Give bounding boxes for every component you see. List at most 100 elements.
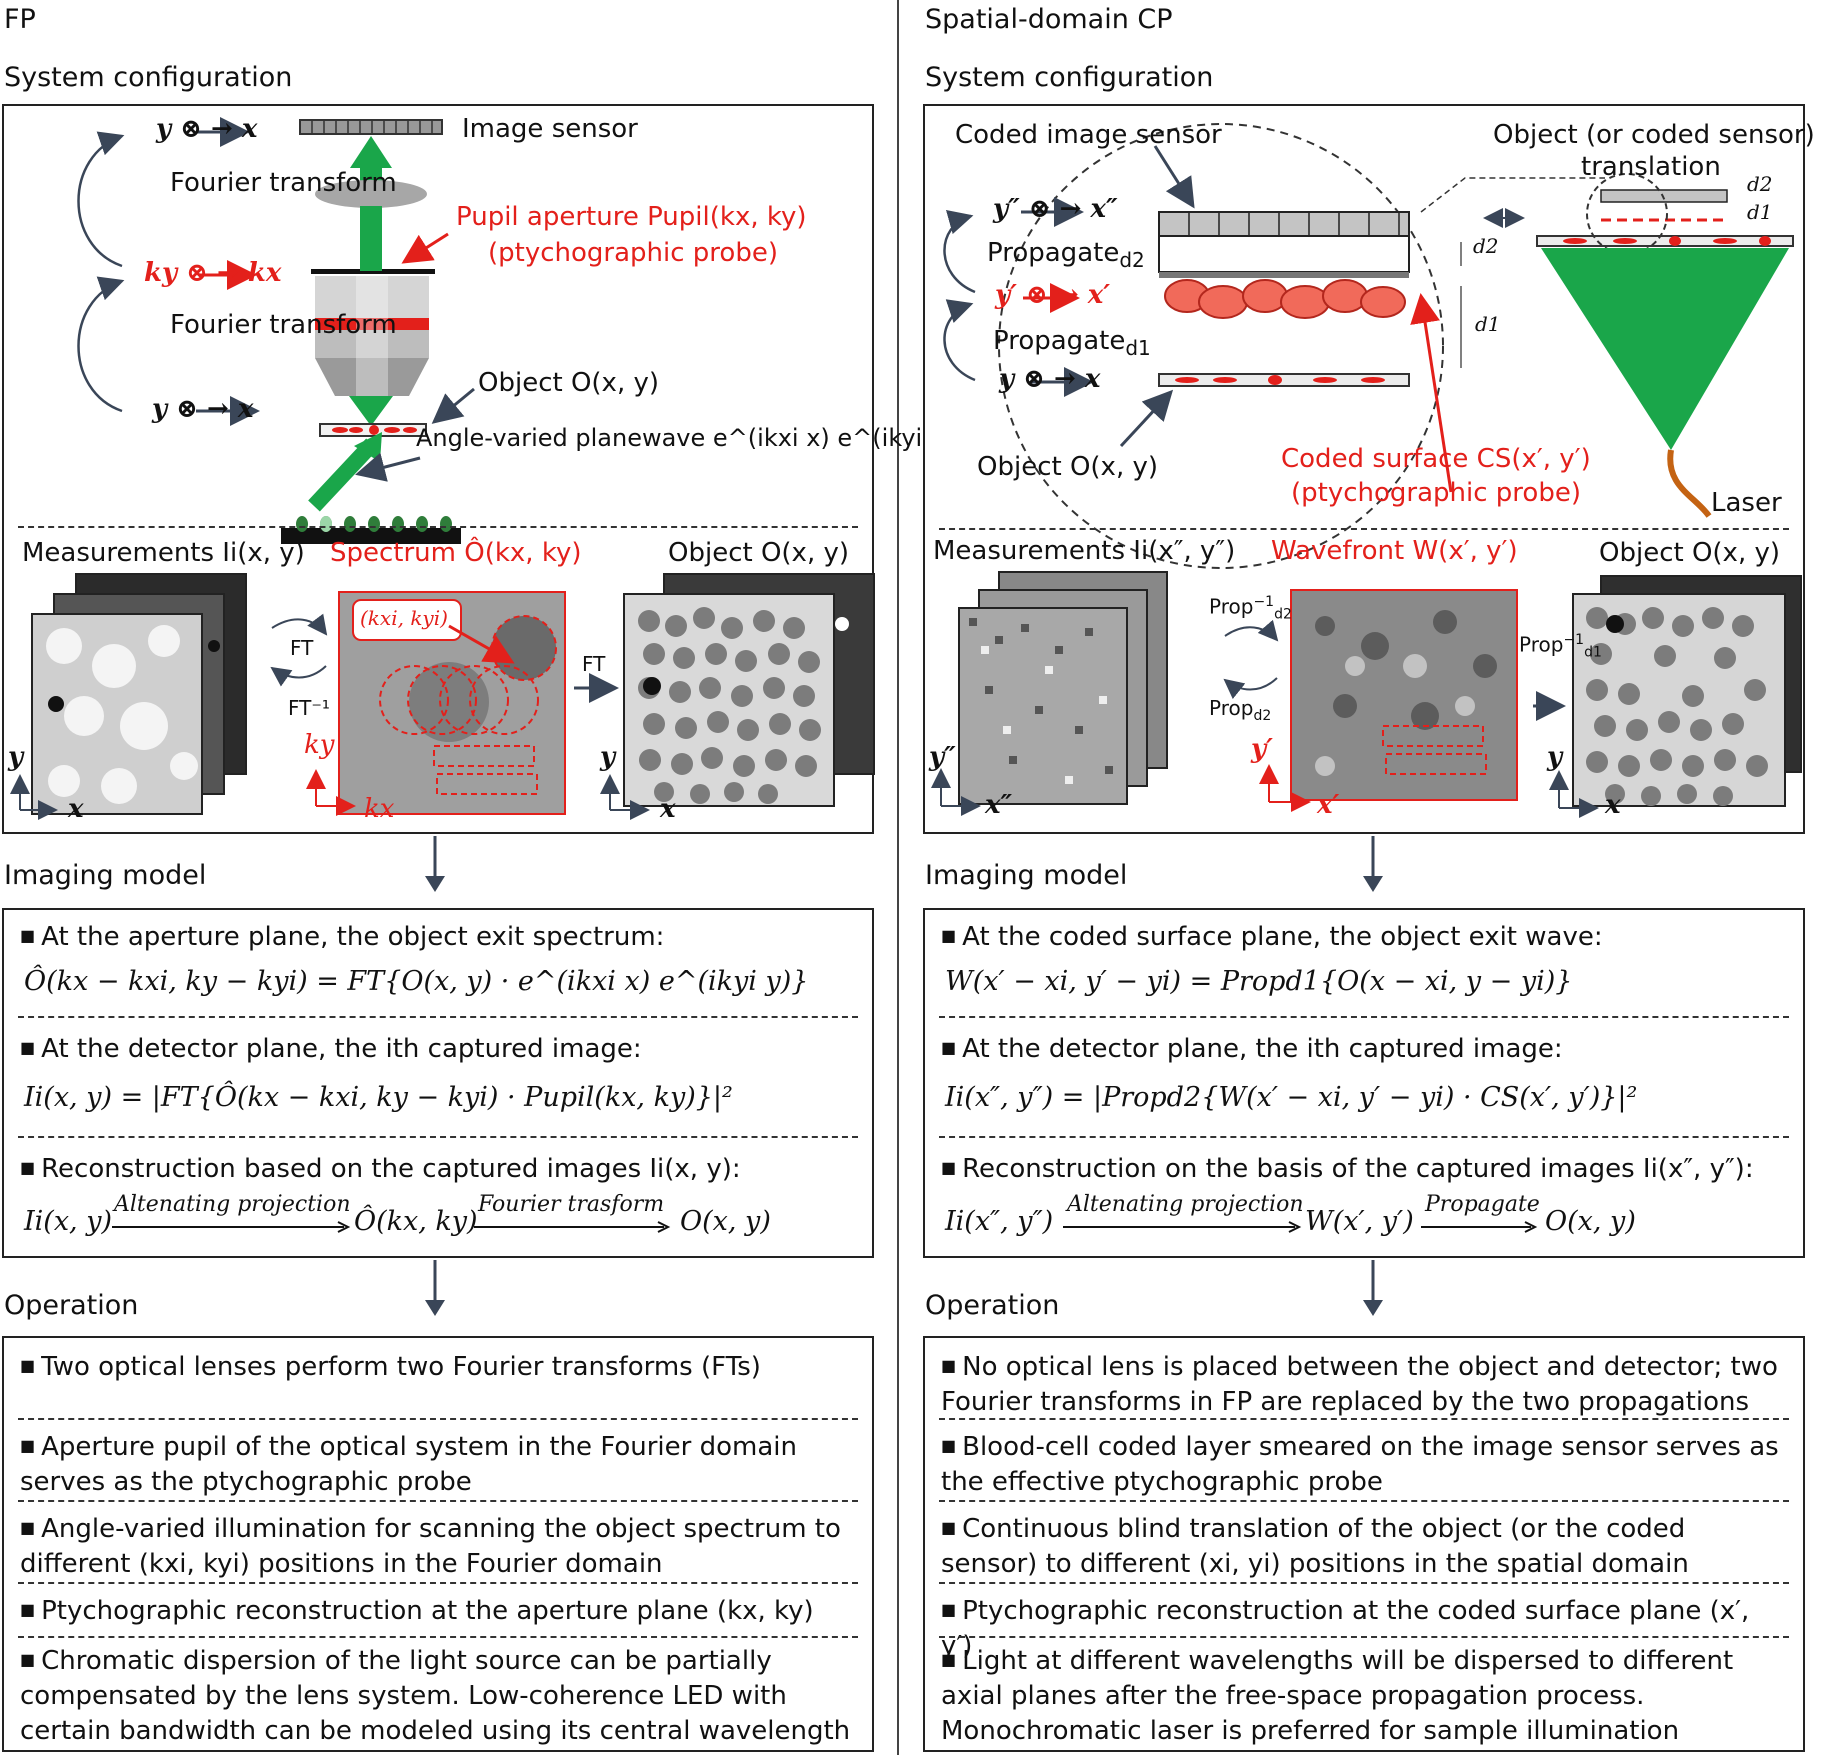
- axis-mid-label: ky ⊗ → kx: [144, 258, 282, 288]
- fp-axis-x2: x: [660, 794, 676, 824]
- fp-imaging-model-box: ■At the aperture plane, the object exit …: [2, 908, 874, 1258]
- propagate-d2-label: Propagated2: [987, 238, 1145, 273]
- cp-diagram: [931, 123, 1802, 818]
- cp-column: Spatial-domain CP System configuration: [921, 0, 1831, 1755]
- fp-op-divider-3: [18, 1582, 858, 1584]
- cp-model-row-1: ■At the coded surface plane, the object …: [941, 922, 1603, 952]
- translation-sensor-icon: [1600, 189, 1728, 203]
- cp-system-divider: [939, 528, 1789, 530]
- cp-axis-y: y: [1547, 742, 1563, 772]
- down-arrow-icon: [425, 1260, 445, 1316]
- cp-op-divider-3: [939, 1582, 1789, 1584]
- cp-model-eq-1: W(x′ − xi, y′ − yi) = Propd1{O(x − xi, y…: [945, 966, 1573, 997]
- fp-model-eq-2: Ii(x, y) = |FT{Ô(kx − kxi, ky − kyi) · P…: [24, 1082, 733, 1113]
- wavefront-label: Wavefront W(x′, y′): [1271, 536, 1518, 566]
- fp-measurements-label: Measurements Ii(x, y): [22, 538, 305, 568]
- ft-inverse-label: FT⁻¹: [288, 696, 330, 720]
- cp-model-eq-3-arrow1-icon: [1063, 1221, 1302, 1233]
- fp-op-divider-1: [18, 1418, 858, 1420]
- cp-model-eq-3-arrow2: Propagate: [1425, 1192, 1540, 1217]
- fp-system-divider: [18, 526, 858, 528]
- led-array-icon: [281, 516, 461, 544]
- kxi-kyi-label: (kxi, kyi): [360, 606, 448, 630]
- cp-model-row-2: ■At the detector plane, the ith captured…: [941, 1034, 1563, 1064]
- cp-system-box: Coded image sensor Object (or coded sens…: [923, 104, 1815, 834]
- fp-op-row-3: ■Angle-varied illumination for scanning …: [20, 1514, 841, 1579]
- cp-op-row-2: ■Blood-cell coded layer smeared on the i…: [941, 1432, 1779, 1497]
- ky-axis-label: ky: [304, 730, 335, 760]
- prop-d2-label: Propd2: [1209, 696, 1272, 724]
- fp-model-eq-3-left: Ii(x, y): [24, 1206, 113, 1237]
- beam-focus: [349, 396, 393, 426]
- cp-op-row-3: ■Continuous blind translation of the obj…: [941, 1514, 1689, 1579]
- cp-recon-object-label: Object O(x, y): [1599, 538, 1780, 568]
- cp-op-row-5: ■Light at different wavelengths will be …: [941, 1646, 1734, 1746]
- fp-model-eq-3-arrow1-icon: [112, 1221, 351, 1233]
- fp-system-box: Image sensor Fourier transform Fourier t…: [2, 104, 953, 834]
- cp-model-eq-3-mid: W(x′, y′): [1305, 1206, 1414, 1237]
- cp-operation-box: ■No optical lens is placed between the o…: [923, 1336, 1805, 1752]
- fp-model-row-2: ■At the detector plane, the ith captured…: [20, 1034, 642, 1064]
- fp-object-stack: [623, 573, 875, 807]
- cp-model-eq-3-arrow2-icon: [1421, 1221, 1538, 1233]
- cp-op-row-4: ■Ptychographic reconstruction at the cod…: [941, 1596, 1750, 1661]
- laser-beam: [1541, 248, 1789, 450]
- cp-model-eq-2: Ii(x″, y″) = |Propd2{W(x′ − xi, y′ − yi)…: [945, 1082, 1638, 1113]
- fp-model-divider-2: [18, 1136, 858, 1138]
- fp-model-eq-3-right: O(x, y): [680, 1206, 771, 1237]
- fp-model-eq-3-mid: Ô(kx, ky): [354, 1206, 478, 1237]
- cp-model-eq-3-right: O(x, y): [1545, 1206, 1636, 1237]
- cp-measurement-stack: [958, 571, 1168, 805]
- fourier-transform-label-1: Fourier transform: [170, 168, 397, 198]
- cp-axis-bot-label: y ⊗ → x: [999, 364, 1101, 394]
- propagate-d1-label: Propagated1: [993, 326, 1151, 361]
- fp-recon-object-label: Object O(x, y): [668, 538, 849, 568]
- cp-axis-mid-label: y′ ⊗ → x′: [995, 280, 1111, 310]
- fp-op-row-5: ■Chromatic dispersion of the light sourc…: [20, 1646, 851, 1746]
- prop-inv-d1-label: Prop−1d1: [1519, 632, 1602, 661]
- measurement-stack: [31, 573, 247, 815]
- d1-label-small: d1: [1747, 200, 1773, 224]
- fp-op-divider-4: [18, 1636, 858, 1638]
- spectrum-image: [338, 591, 566, 815]
- fp-operation-box: ■Two optical lenses perform two Fourier …: [2, 1336, 874, 1752]
- cp-model-divider-1: [939, 1016, 1789, 1018]
- fp-axis-x1: x: [68, 794, 84, 824]
- prop-inv-d2-label: Prop−1d2: [1209, 594, 1292, 623]
- fp-diagram: [9, 117, 875, 820]
- pupil-aperture-icon: [311, 269, 435, 274]
- d2-label-small: d2: [1747, 172, 1773, 196]
- fp-op-row-2: ■Aperture pupil of the optical system in…: [20, 1432, 797, 1497]
- ft-label: FT: [290, 636, 314, 660]
- translation-label-2: translation: [1581, 152, 1721, 182]
- fp-axis-y1: y: [8, 742, 24, 772]
- cp-model-divider-2: [939, 1136, 1789, 1138]
- cp-axis-x2: x″: [985, 790, 1013, 820]
- ft2-label: FT: [582, 652, 606, 676]
- fp-operation-title: Operation: [4, 1290, 139, 1321]
- cp-op-divider-1: [939, 1418, 1789, 1420]
- laser-label: Laser: [1711, 488, 1782, 518]
- fp-title: FP: [4, 4, 36, 35]
- cp-axis-y2: y″: [929, 742, 956, 772]
- fp-model-eq-1: Ô(kx − kxi, ky − kyi) = FT{O(x, y) · e^(…: [24, 966, 809, 997]
- object-pointer-arrow: [431, 387, 475, 424]
- wavefront-image: [1290, 589, 1518, 801]
- fp-op-divider-2: [18, 1500, 858, 1502]
- cp-axis-top-label: y″ ⊗ → x″: [993, 194, 1118, 224]
- cp-op-row-1: ■No optical lens is placed between the o…: [941, 1352, 1778, 1417]
- cp-model-eq-3-left: Ii(x″, y″): [945, 1206, 1054, 1237]
- fp-model-eq-3-arrow2-icon: [474, 1221, 671, 1233]
- cp-operation-title: Operation: [925, 1290, 1060, 1321]
- cp-object-label: Object O(x, y): [977, 452, 1158, 482]
- fp-column: FP System configuration: [0, 0, 953, 1755]
- pupil-pointer-arrow: [401, 232, 449, 264]
- cp-axis-x: x: [1605, 790, 1621, 820]
- fp-model-row-1: ■At the aperture plane, the object exit …: [20, 922, 665, 952]
- planewave-label: Angle-varied planewave e^(ikxi x) e^(iky…: [416, 424, 954, 452]
- magnifier-circle: [998, 123, 1444, 569]
- fp-axis-y2: y: [600, 742, 616, 772]
- fp-model-eq-3-arrow1: Altenating projection: [114, 1192, 351, 1217]
- image-sensor-icon: [299, 119, 443, 135]
- column-divider: [897, 0, 899, 1755]
